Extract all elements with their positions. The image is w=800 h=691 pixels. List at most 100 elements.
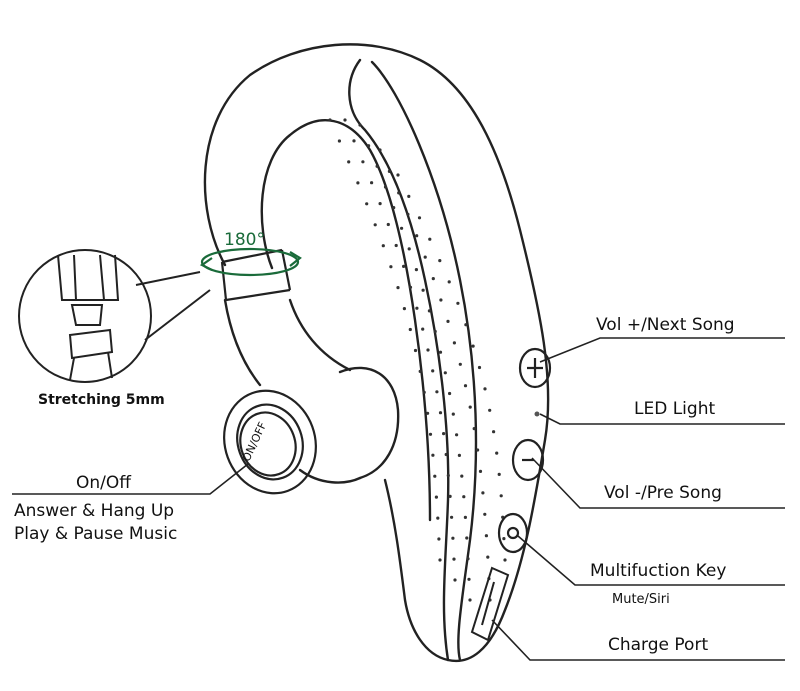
body-dot — [426, 348, 430, 352]
body-dot — [451, 536, 455, 540]
body-dot — [455, 433, 459, 437]
body-dot — [407, 247, 411, 251]
body-dot — [438, 411, 443, 415]
body-dot — [434, 495, 438, 499]
charge-port-label: Charge Port — [608, 635, 708, 655]
body-dot — [343, 118, 347, 122]
body-dot — [418, 369, 422, 373]
body-dot — [396, 286, 400, 290]
body-dot — [367, 144, 371, 148]
body-dot — [397, 191, 401, 195]
body-dot — [478, 469, 483, 473]
vol-minus-label: Vol -/Pre Song — [604, 483, 722, 503]
body-dot — [452, 341, 456, 345]
body-dot — [437, 537, 441, 541]
body-dot — [446, 319, 450, 323]
body-dot — [386, 222, 390, 227]
body-dot — [389, 265, 393, 269]
body-dot — [427, 309, 431, 313]
body-dot — [468, 598, 472, 602]
body-dot — [370, 181, 374, 185]
led-light-label: LED Light — [634, 399, 715, 419]
body-dot — [438, 558, 442, 562]
body-dot — [450, 515, 454, 519]
body-dot — [414, 268, 418, 272]
multifunction-key-label: Multifuction Key — [590, 561, 726, 581]
body-dot — [426, 411, 430, 415]
body-dot — [442, 432, 446, 436]
body-dot — [328, 118, 332, 122]
body-dot — [435, 390, 439, 394]
body-dot — [356, 181, 360, 185]
body-dot — [396, 173, 400, 177]
body-dot — [415, 234, 419, 238]
body-dot — [481, 491, 485, 495]
body-dot — [402, 307, 406, 311]
on-off-label: On/Off — [76, 473, 132, 493]
body-dot — [499, 494, 503, 498]
body-dot — [457, 453, 461, 457]
rotation-angle-label: 180° — [224, 230, 265, 250]
vol-minus-key — [511, 438, 545, 482]
rotation-arrow-icon — [199, 247, 302, 277]
on-off-button — [223, 389, 317, 495]
multifunction-key-sublabel: Mute/Siri — [612, 592, 670, 607]
led-light-dot — [534, 411, 540, 417]
body-dot — [446, 473, 450, 478]
body-dot — [453, 578, 457, 582]
body-dot — [460, 474, 464, 478]
answer-hang-up-label: Answer & Hang Up — [14, 501, 174, 521]
body-dot — [467, 577, 471, 581]
body-dot — [436, 516, 440, 520]
body-dot — [373, 223, 377, 227]
body-dot — [488, 408, 492, 412]
body-dot — [458, 362, 462, 366]
body-dot — [423, 255, 427, 259]
body-dot — [463, 515, 467, 520]
body-dot — [408, 327, 412, 332]
body-dot — [431, 453, 435, 457]
body-dot — [484, 534, 488, 538]
callout-lines — [491, 337, 785, 661]
body-dot — [443, 371, 447, 375]
body-dot — [463, 384, 468, 388]
body-dot — [383, 185, 388, 189]
body-dot — [381, 244, 385, 248]
body-dot — [337, 139, 341, 143]
body-dot — [464, 323, 468, 327]
body-dot — [483, 387, 487, 391]
body-dot — [407, 194, 411, 198]
body-dot — [486, 555, 490, 559]
body-dot — [438, 350, 443, 354]
body-dot — [444, 452, 448, 457]
body-dot — [439, 298, 443, 302]
body-dot — [448, 494, 452, 498]
body-dot — [402, 264, 406, 268]
body-dot — [497, 472, 501, 476]
body-dot — [431, 369, 435, 373]
body-dot — [394, 243, 398, 248]
body-dot — [400, 226, 404, 230]
body-dot — [451, 412, 455, 416]
body-dot — [468, 405, 472, 409]
body-dot — [495, 451, 499, 455]
body-dot — [378, 148, 382, 152]
body-dot — [415, 306, 419, 310]
on-off-callout-line — [12, 463, 249, 495]
body-dot — [448, 391, 452, 396]
body-dot — [431, 277, 435, 281]
body-dot — [447, 280, 451, 284]
body-dot — [417, 216, 422, 220]
headset-body — [203, 43, 550, 663]
body-dot — [408, 285, 413, 289]
body-dot — [433, 474, 437, 478]
body-dot — [452, 557, 456, 561]
body-dot — [492, 430, 496, 434]
body-dot — [392, 206, 396, 210]
multifunction-key — [497, 512, 529, 554]
stretch-inset — [18, 249, 211, 383]
body-dot — [433, 329, 437, 334]
body-dot — [471, 344, 475, 348]
charge-port — [470, 566, 510, 642]
